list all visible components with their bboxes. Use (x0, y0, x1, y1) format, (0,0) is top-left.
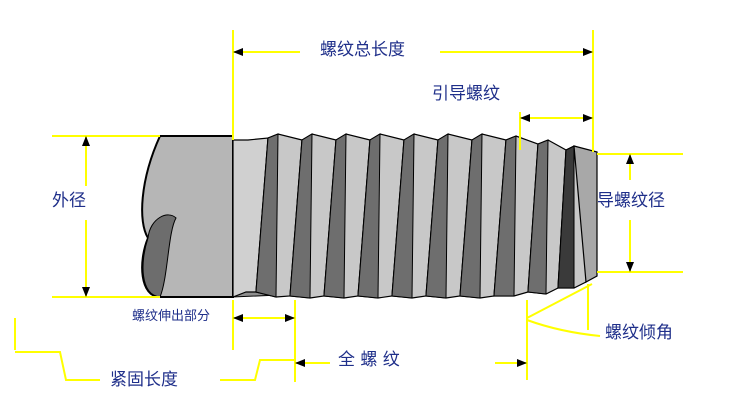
tightening-length-label: 紧固长度 (110, 370, 178, 390)
lead-thread-diameter-label: 导螺纹径 (597, 191, 665, 211)
lead-end-face (573, 145, 598, 283)
thread-shadows (255, 133, 575, 299)
thread-extension-label: 螺纹伸出部分 (132, 309, 211, 324)
screw (141, 133, 598, 299)
head-concave-face (142, 214, 177, 298)
full-thread-label: 全 螺 纹 (338, 350, 400, 370)
thread-taper-label: 螺纹倾角 (605, 323, 673, 343)
total-length-label: 螺纹总长度 (320, 40, 405, 60)
lead-thread-label: 引导螺纹 (432, 84, 500, 104)
outer-diameter-label: 外径 (52, 191, 86, 211)
arrowheads (82, 48, 634, 367)
